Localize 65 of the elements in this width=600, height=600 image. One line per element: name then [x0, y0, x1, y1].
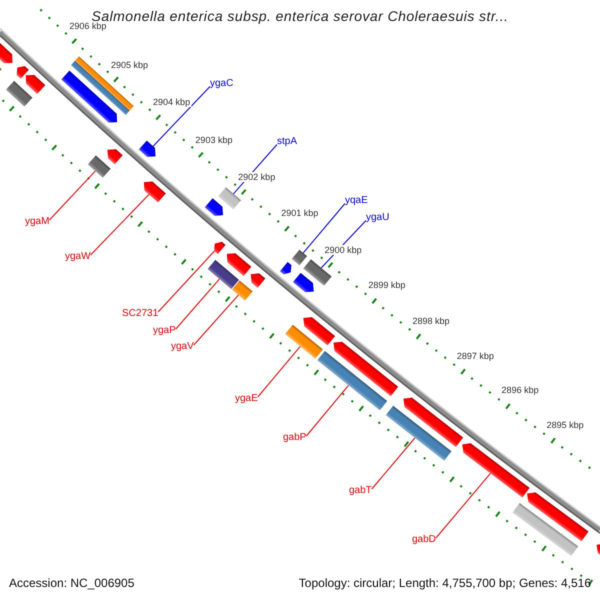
gene-block [26, 74, 46, 94]
tick-label: 2906 kbp [68, 21, 108, 32]
leader-line [48, 170, 96, 220]
gene-label: ygaW [65, 251, 91, 262]
tick-label: 2900 kbp [324, 244, 363, 255]
gene-block [214, 242, 226, 254]
leader-line [193, 294, 239, 346]
gene-block [138, 140, 156, 157]
tick-label: 2901 kbp [280, 208, 320, 218]
tick-label: 2905 kbp [110, 60, 150, 70]
gene-label: gabT [349, 485, 372, 496]
gene-block [403, 398, 464, 447]
gene-block [61, 70, 118, 123]
feature-bar [303, 259, 332, 286]
gene-block [108, 149, 123, 164]
gene-label: ygaU [366, 212, 390, 223]
genome-stats-text: Topology: circular; Length: 4,755,700 bp; Genes: 4,516 [298, 576, 591, 590]
tick-label: 2896 kbp [500, 385, 540, 396]
gene-label: ygaV [171, 341, 194, 352]
feature-bar [208, 260, 239, 290]
tick-label: 2897 kbp [456, 350, 495, 361]
feature-bar [512, 502, 578, 556]
leader-line [435, 472, 491, 538]
gene-block [250, 273, 266, 288]
gene-block [0, 42, 12, 64]
gene-block [292, 272, 314, 292]
gene-label: ygaM [25, 216, 50, 227]
gene-block [226, 253, 252, 276]
feature-bar [386, 406, 452, 461]
gene-label: stpA [277, 136, 298, 147]
leader-line [152, 86, 210, 147]
leader-line [158, 250, 215, 312]
tick-label: 2903 kbp [194, 134, 234, 145]
gene-block [280, 262, 292, 274]
gene-block [144, 182, 166, 202]
title: Salmonella enterica subsp. enterica serovar Choleraesuis str... [92, 9, 508, 23]
gene-block [527, 492, 588, 542]
feature-bar [292, 250, 308, 266]
gene-label: gabD [412, 534, 436, 545]
feature-bar [317, 351, 388, 410]
gene-block [303, 317, 336, 346]
feature-bar [232, 280, 253, 301]
tick-label: 2895 kbp [546, 420, 585, 430]
gene-block [16, 66, 29, 79]
gene-label: yqaE [345, 195, 368, 206]
tick-label: 2904 kbp [152, 97, 192, 108]
gene-label: gabP [283, 432, 306, 443]
gene-block [596, 544, 600, 555]
feature-bar [6, 80, 32, 107]
gene-block [334, 342, 398, 396]
leader-line [90, 194, 150, 256]
tick-label: 2902 kbp [237, 172, 276, 182]
tick-label: 2898 kbp [411, 316, 450, 326]
tick-label: 2899 kbp [367, 280, 406, 290]
feature-bar [88, 155, 111, 178]
accession-text: Accession: NC_006905 [9, 576, 134, 590]
leader-line [175, 278, 220, 330]
gene-label: ygaE [235, 393, 258, 404]
gene-block [462, 443, 530, 498]
feature-bar [218, 187, 242, 210]
feature-bar [285, 324, 323, 359]
gene-block [204, 198, 224, 216]
gene-label: ygaC [210, 78, 234, 89]
gene-label: SC2731 [122, 308, 158, 319]
gene-label: ygaP [153, 325, 176, 336]
